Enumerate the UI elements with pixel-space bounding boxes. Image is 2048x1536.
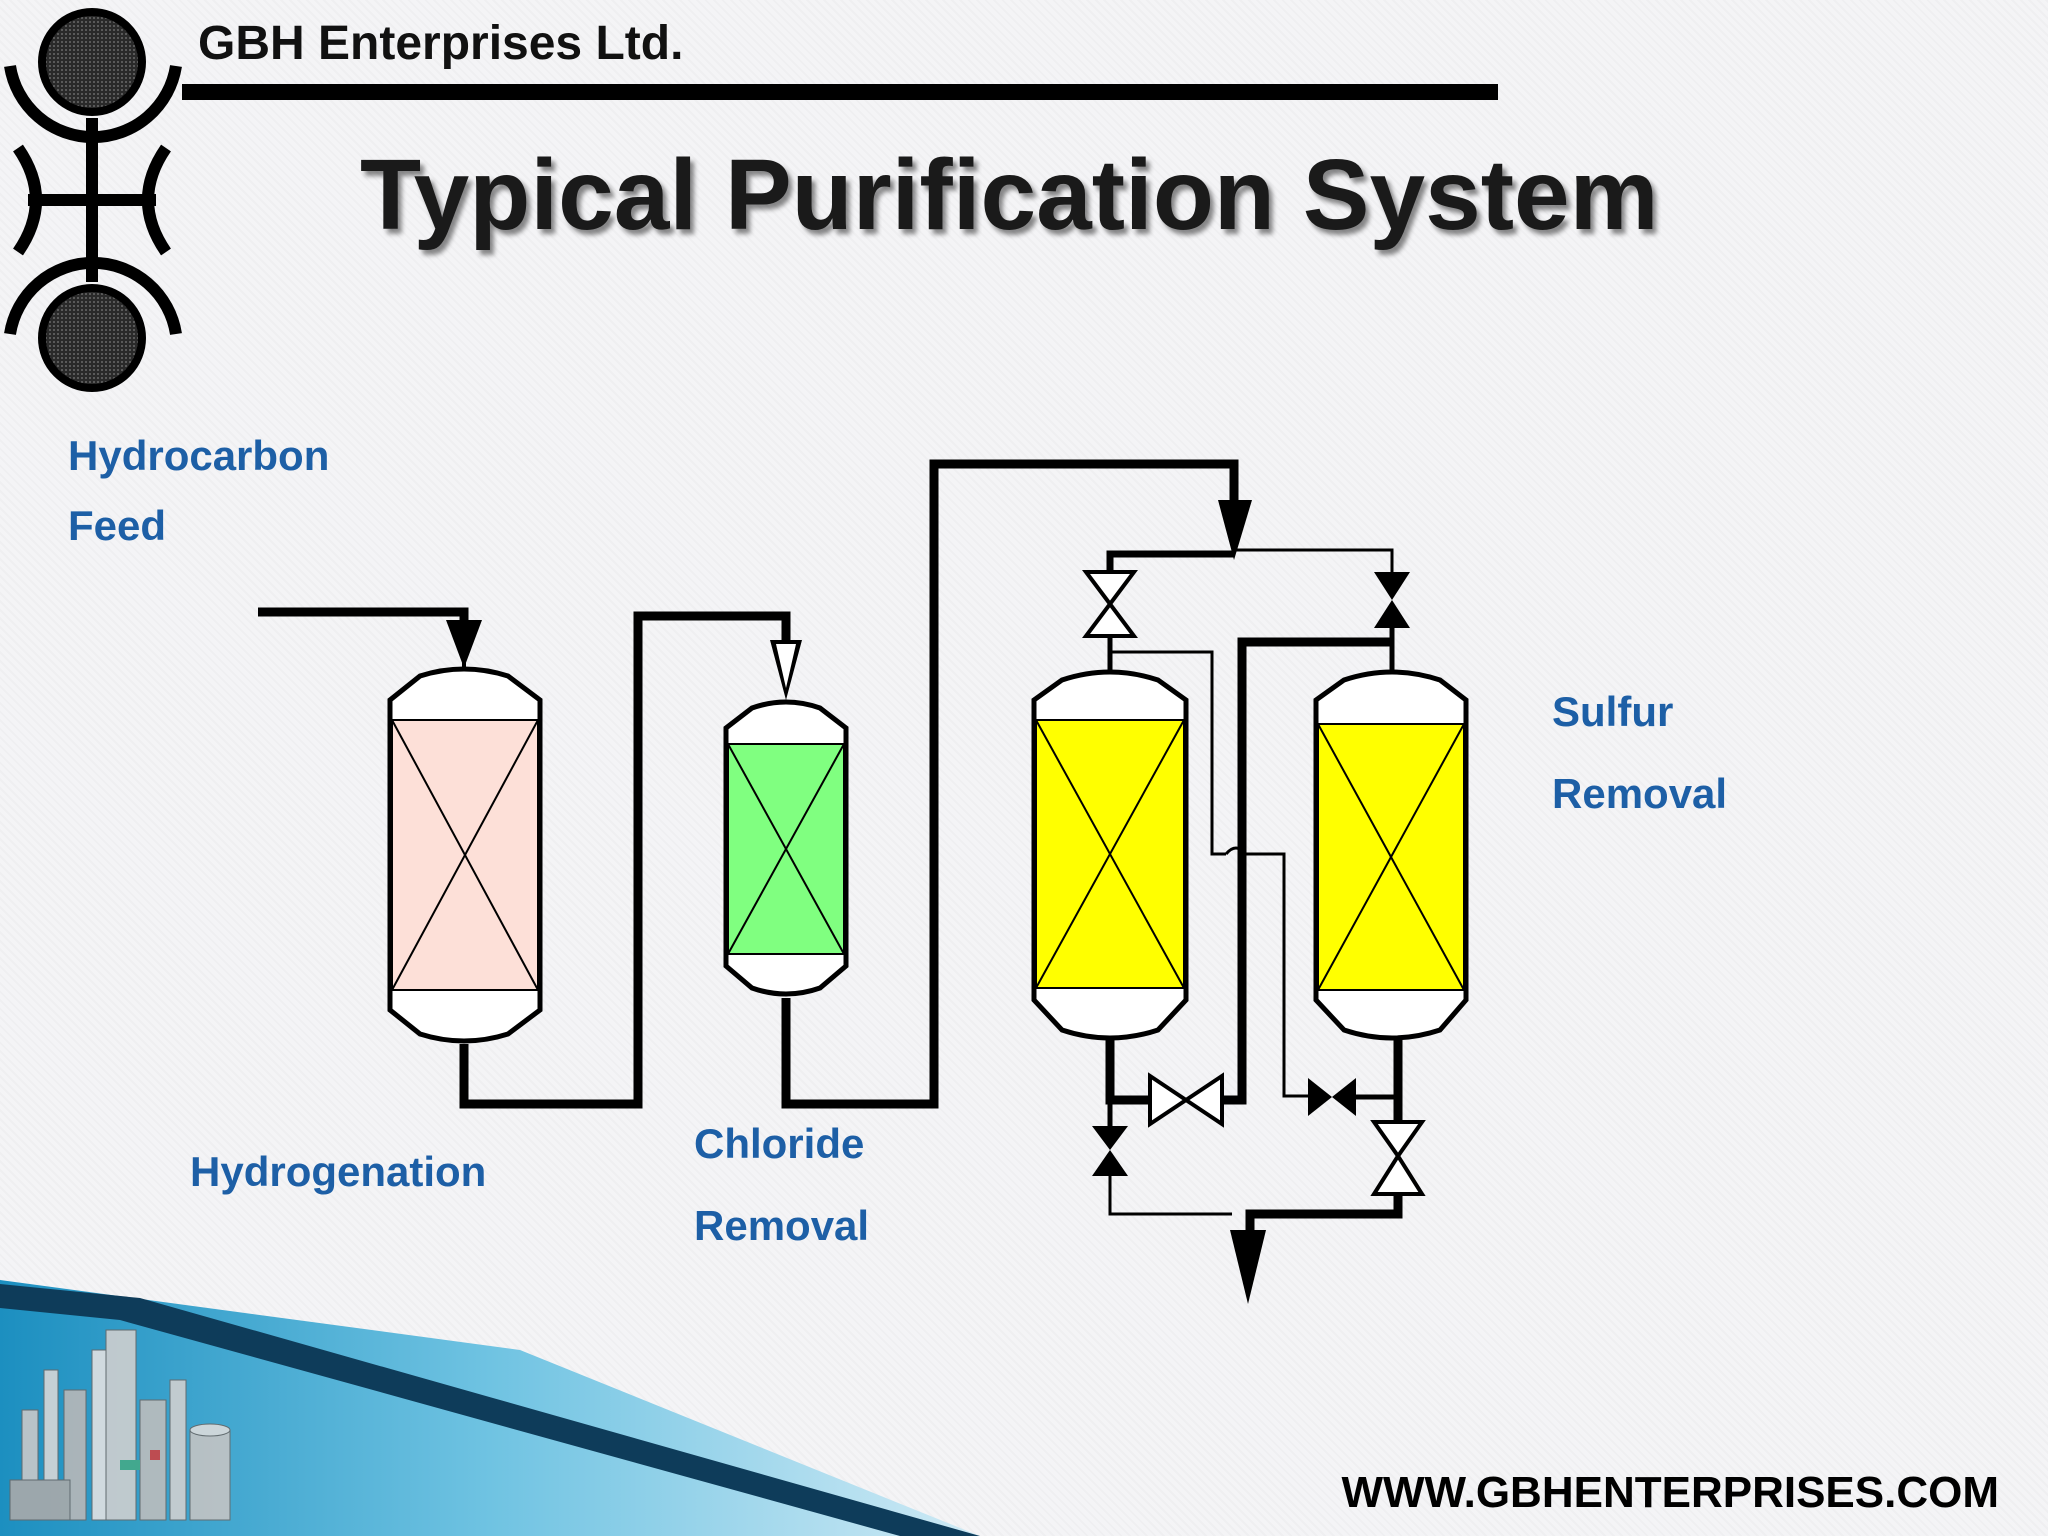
chloride-removal-vessel [723, 699, 849, 997]
sulfur-removal-vessel-b [1313, 669, 1469, 1041]
hydrogenation-outlet-pipe [459, 611, 802, 1109]
product-outlet-arrow [1230, 1230, 1266, 1304]
website-url: WWW.GBHENTERPRISES.COM [1341, 1468, 1999, 1517]
hydrogenation-vessel [387, 666, 543, 1044]
chloride-label-line1: Chloride [694, 1120, 865, 1167]
valve-middle-right [1308, 1078, 1398, 1116]
chloride-label-line2: Removal [694, 1202, 870, 1249]
logo-top-circle [38, 8, 146, 116]
valve-bottom-left [1092, 1100, 1232, 1216]
refinery-illustration [9, 1329, 231, 1521]
page-title: Typical Purification System [360, 139, 1659, 251]
valve-top-left [1082, 570, 1138, 638]
company-logo [4, 8, 182, 392]
hydrogenation-label: Hydrogenation [190, 1148, 487, 1195]
feed-pipe [258, 607, 482, 668]
valve-bottom-right [1245, 1120, 1426, 1230]
footer-stripe [0, 1284, 980, 1536]
sulfur-label-line2: Removal [1552, 770, 1728, 817]
feed-label-line2: Feed [68, 502, 167, 549]
feed-label-line1: Hydrocarbon [68, 432, 330, 479]
footer-decoration [0, 1280, 980, 1536]
sulfur-label-line1: Sulfur [1552, 688, 1674, 735]
valve-top-right [1374, 572, 1410, 628]
sulfur-removal-vessel-a [1031, 669, 1189, 1041]
top-header-manifold [1106, 548, 1394, 600]
valve-middle-left [1148, 1072, 1224, 1128]
logo-bottom-circle [38, 284, 146, 392]
chloride-outlet-pipe [781, 459, 1252, 1109]
company-name: GBH Enterprises Ltd. [198, 17, 684, 70]
header-rule [182, 84, 1498, 100]
